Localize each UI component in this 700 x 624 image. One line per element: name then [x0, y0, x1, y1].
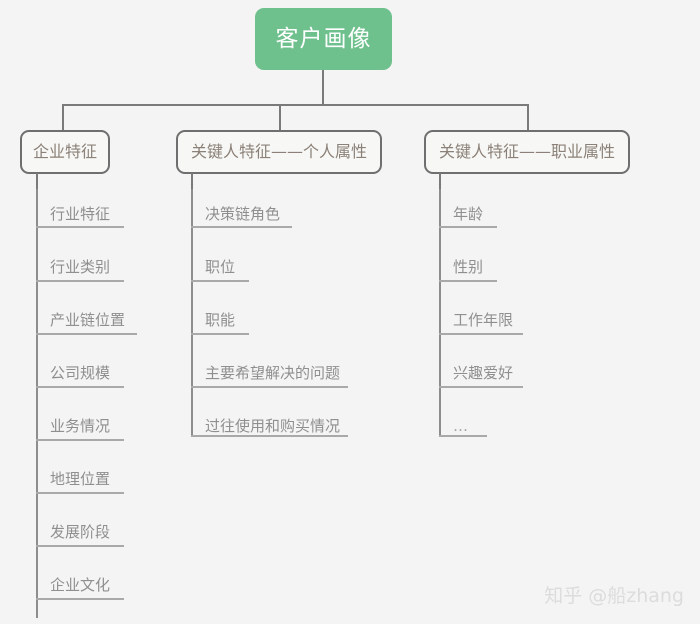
leaf-underline — [191, 226, 292, 228]
leaf-underline — [191, 333, 249, 335]
branch-1-stem — [36, 173, 38, 189]
leaf-label: 性别 — [453, 258, 484, 276]
leaf-underline — [36, 439, 124, 441]
branch-node-3[interactable]: 关键人特征——职业属性 — [424, 130, 630, 174]
leaf-underline — [439, 280, 497, 282]
branch-bus-connector — [62, 104, 529, 106]
branch-drop-connector-1 — [62, 104, 64, 131]
leaf-label: 业务情况 — [50, 417, 111, 435]
leaf-item[interactable]: 兴趣爱好 — [439, 354, 539, 386]
leaf-underline — [36, 280, 124, 282]
leaf-item[interactable]: 企业文化 — [36, 566, 136, 598]
leaf-underline — [439, 333, 523, 335]
branch-node-2-label: 关键人特征——个人属性 — [190, 142, 367, 161]
leaf-label: 工作年限 — [453, 311, 514, 329]
leaf-item[interactable]: 主要希望解决的问题 — [191, 354, 361, 386]
leaf-label: 职位 — [205, 258, 236, 276]
leaf-underline — [191, 386, 348, 388]
branch-node-3-label: 关键人特征——职业属性 — [438, 142, 615, 161]
leaf-label: 过往使用和购买情况 — [205, 417, 341, 435]
watermark: 知乎 @船zhang — [544, 585, 684, 607]
root-node-label: 客户画像 — [275, 25, 372, 52]
leaf-label: 职能 — [205, 311, 236, 329]
leaf-underline — [439, 226, 497, 228]
branch-node-2[interactable]: 关键人特征——个人属性 — [176, 130, 382, 174]
leaf-item[interactable]: 行业特征 — [36, 195, 136, 227]
branch-node-1-label: 企业特征 — [32, 142, 97, 161]
leaf-underline — [36, 226, 124, 228]
leaf-item[interactable]: … — [439, 407, 499, 439]
leaf-item[interactable]: 性别 — [439, 248, 519, 280]
branch-drop-connector-3 — [527, 104, 529, 131]
leaf-label: 决策链角色 — [205, 205, 281, 223]
leaf-underline — [191, 435, 348, 437]
leaf-item[interactable]: 产业链位置 — [36, 301, 146, 333]
leaf-underline — [191, 280, 249, 282]
leaf-item[interactable]: 业务情况 — [36, 407, 136, 439]
leaf-item[interactable]: 地理位置 — [36, 460, 136, 492]
branch-node-1[interactable]: 企业特征 — [20, 130, 110, 174]
branch-2-spine — [191, 189, 193, 436]
leaf-label: … — [453, 417, 470, 435]
leaf-underline — [36, 492, 124, 494]
leaf-label: 企业文化 — [50, 576, 111, 594]
leaf-item[interactable]: 发展阶段 — [36, 513, 136, 545]
leaf-item[interactable]: 行业类别 — [36, 248, 136, 280]
leaf-item[interactable]: 年龄 — [439, 195, 519, 227]
leaf-label: 地理位置 — [50, 470, 111, 488]
leaf-label: 产业链位置 — [50, 311, 126, 329]
leaf-underline — [36, 598, 124, 600]
branch-1-spine — [36, 189, 38, 618]
leaf-label: 兴趣爱好 — [453, 364, 514, 382]
leaf-label: 行业类别 — [50, 258, 111, 276]
leaf-item[interactable]: 工作年限 — [439, 301, 539, 333]
branch-2-stem — [191, 173, 193, 189]
leaf-underline — [36, 545, 124, 547]
leaf-label: 发展阶段 — [50, 523, 111, 541]
leaf-label: 主要希望解决的问题 — [205, 364, 341, 382]
leaf-underline — [36, 333, 137, 335]
leaf-item[interactable]: 决策链角色 — [191, 195, 301, 227]
leaf-underline — [36, 386, 124, 388]
leaf-label: 行业特征 — [50, 205, 111, 223]
leaf-item[interactable]: 公司规模 — [36, 354, 136, 386]
leaf-item[interactable]: 过往使用和购买情况 — [191, 407, 361, 439]
branch-3-stem — [439, 173, 441, 189]
leaf-item[interactable]: 职能 — [191, 301, 271, 333]
branch-3-spine — [439, 189, 441, 436]
leaf-item[interactable]: 职位 — [191, 248, 271, 280]
root-node[interactable]: 客户画像 — [255, 8, 392, 70]
root-trunk-connector — [322, 70, 324, 105]
leaf-label: 年龄 — [453, 205, 484, 223]
branch-drop-connector-2 — [279, 104, 281, 131]
leaf-label: 公司规模 — [50, 364, 111, 382]
leaf-underline — [439, 435, 487, 437]
leaf-underline — [439, 386, 523, 388]
